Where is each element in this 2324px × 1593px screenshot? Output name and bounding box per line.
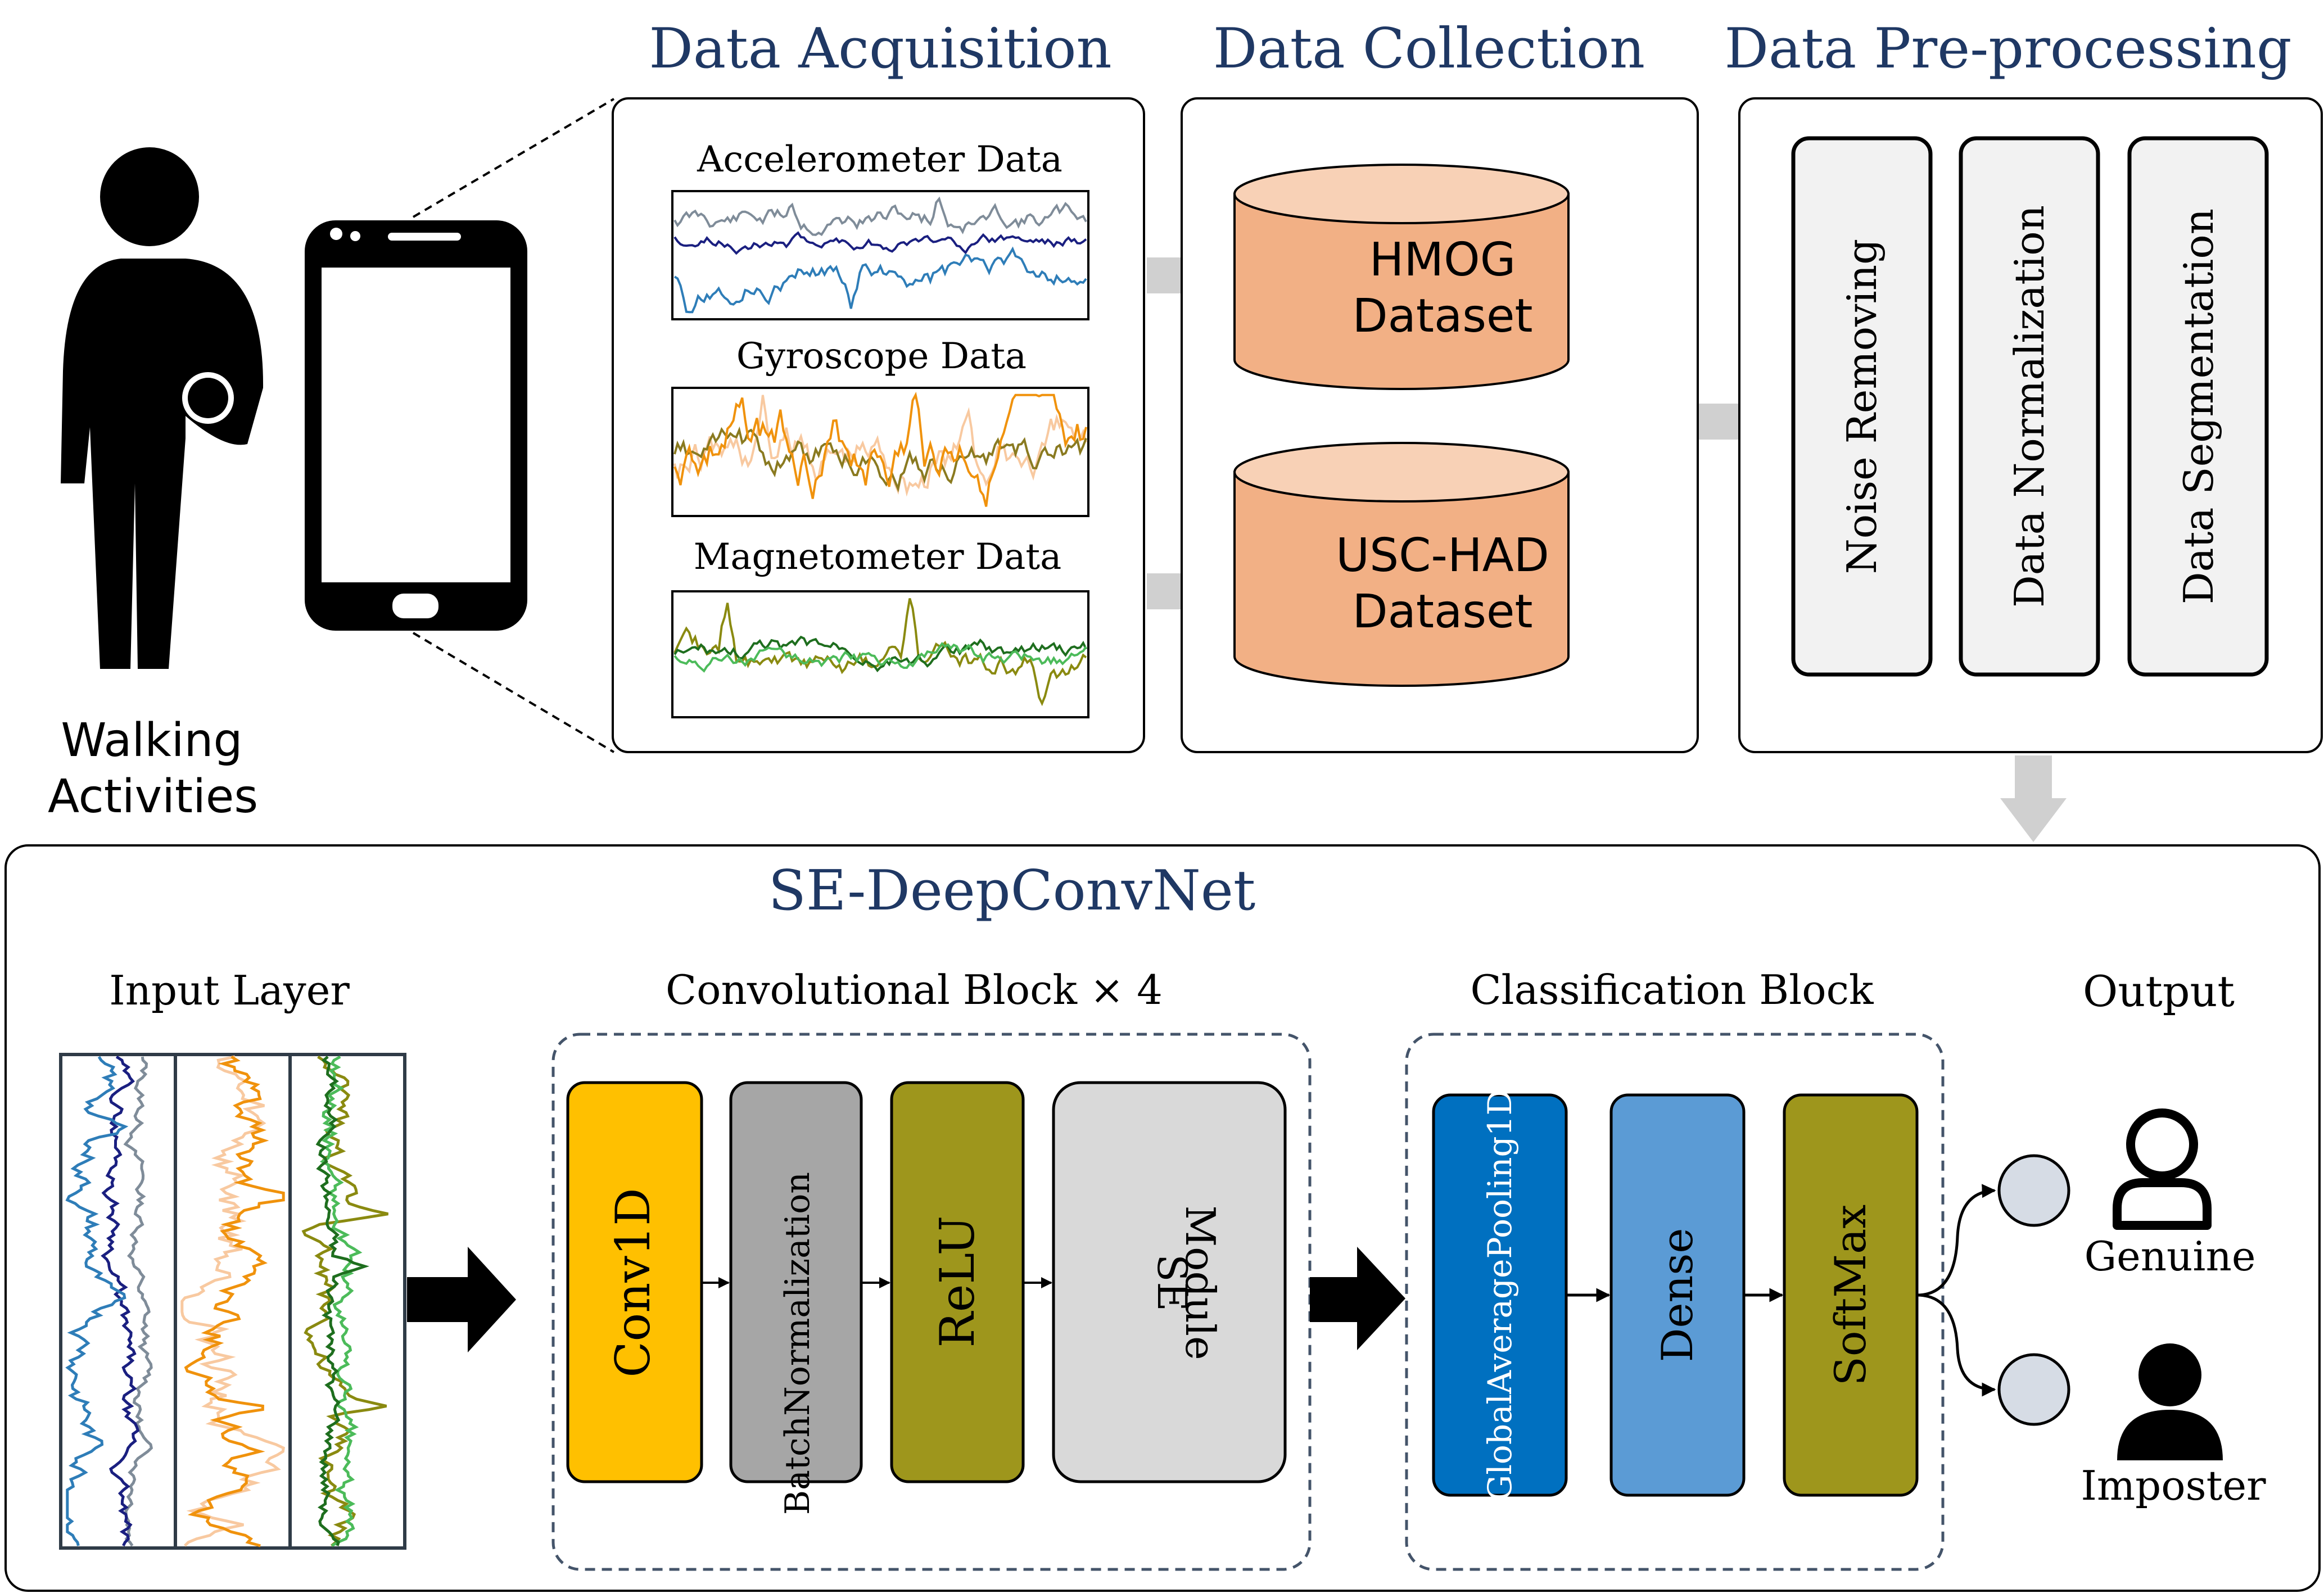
conv-block-label: Convolutional Block × 4 [666, 966, 1163, 1013]
smartphone-icon [305, 220, 527, 631]
arrow-conv-to-class [1310, 1247, 1405, 1350]
sensor-label-magnetometer: Magnetometer Data [694, 536, 1061, 578]
accelerometer-trace [673, 231, 1087, 255]
imposter-label: Imposter [2081, 1462, 2266, 1509]
walking-person-icon [61, 147, 264, 669]
step-noise-removing [1791, 136, 1933, 677]
step-noise-removing-label: Noise Removing [1838, 239, 1886, 574]
output-label: Output [2083, 966, 2235, 1016]
relu-layer-label: ReLU [930, 1216, 985, 1348]
hmog-dataset-line1: HMOG [1369, 233, 1516, 287]
gap1d-layer-label: GlobalAveragePooling1D [1481, 1089, 1519, 1501]
uschad-dataset-line1: USC-HAD [1336, 529, 1549, 582]
se-module-label-line2: Module [1177, 1205, 1224, 1360]
genuine-output-node [1997, 1154, 2070, 1227]
batchnorm-layer-label: BatchNormalization [778, 1172, 817, 1515]
user-outline-icon [2113, 1108, 2212, 1230]
step-data-segmentation [2127, 136, 2269, 677]
class-block-frame [1405, 1033, 1945, 1571]
person-label-line2: Activities [48, 770, 258, 823]
genuine-label: Genuine [2085, 1233, 2256, 1280]
input-trace [319, 1055, 363, 1547]
zoom-line-top [412, 98, 615, 218]
magnetometer-trace [673, 641, 1087, 673]
input-trace [184, 1055, 285, 1547]
uschad-dataset-cylinder [1233, 442, 1570, 687]
conv1d-layer-label: Conv1D [605, 1188, 661, 1377]
gyroscope-trace [673, 426, 1087, 493]
model-title: SE-DeepConvNet [768, 859, 1256, 923]
arrow-to-model [2000, 755, 2067, 842]
sensor-label-accelerometer: Accelerometer Data [697, 139, 1062, 180]
se-module-label-line1: SE [1149, 1254, 1196, 1311]
accelerometer-trace [673, 196, 1087, 237]
hmog-dataset-cylinder [1233, 164, 1570, 390]
step-data-normalization [1959, 136, 2100, 677]
hmog-dataset-line2: Dataset [1352, 289, 1532, 343]
sensor-label-gyroscope: Gyroscope Data [736, 336, 1027, 377]
accelerometer-plot [671, 190, 1089, 320]
input-trace [180, 1055, 285, 1547]
softmax-layer-label: SoftMax [1825, 1205, 1875, 1386]
input-trace [123, 1056, 153, 1547]
uschad-dataset-line2: Dataset [1352, 585, 1532, 639]
user-filled-icon [2117, 1343, 2223, 1460]
dense-layer-label: Dense [1652, 1228, 1702, 1363]
magnetometer-trace [673, 598, 1087, 707]
arrow-to-imposter [1916, 1293, 1996, 1397]
se-module-layer [1052, 1081, 1287, 1483]
input-trace [101, 1055, 140, 1547]
input-layer-label: Input Layer [109, 967, 350, 1014]
step-data-segmentation-label: Data Segmentation [2175, 209, 2222, 604]
magnetometer-trace [673, 635, 1087, 672]
input-trace [301, 1055, 388, 1547]
arrow-input-to-conv [407, 1247, 516, 1352]
collection-title: Data Collection [1213, 17, 1645, 81]
input-trace [315, 1056, 370, 1546]
zoom-line-bottom [412, 632, 615, 753]
imposter-output-node [1997, 1353, 2070, 1426]
class-block-label: Classification Block [1470, 966, 1874, 1013]
preprocessing-title: Data Pre-processing [1724, 17, 2291, 81]
person-label-line1: Walking [61, 714, 242, 767]
acquisition-title: Data Acquisition [649, 17, 1111, 81]
accelerometer-trace [673, 246, 1087, 314]
gyroscope-trace [673, 395, 1087, 497]
arrow-to-genuine [1916, 1184, 1996, 1297]
input-trace [65, 1056, 129, 1546]
step-data-normalization-label: Data Normalization [2006, 205, 2053, 608]
gyroscope-trace [673, 392, 1087, 507]
